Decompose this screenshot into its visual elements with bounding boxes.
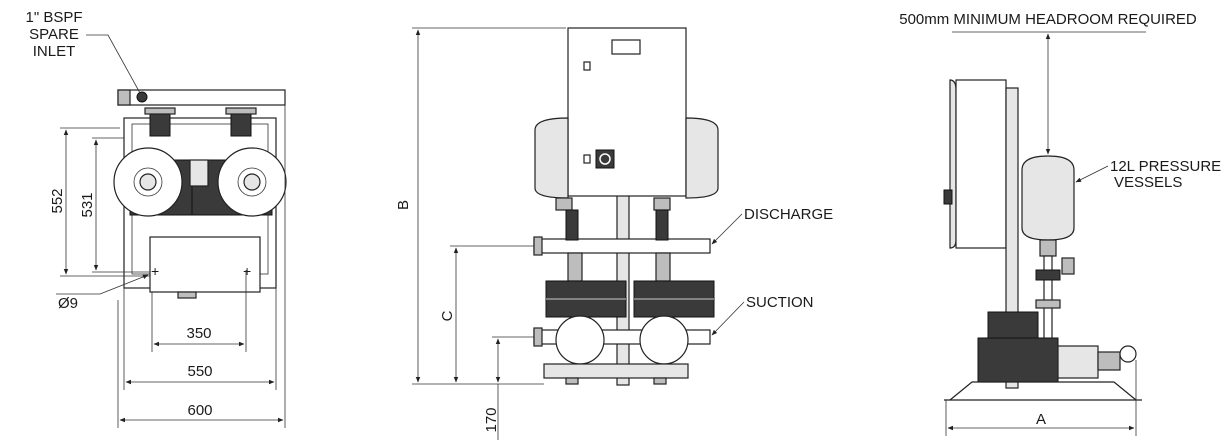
discharge-label: DISCHARGE xyxy=(744,206,833,223)
end-pump-motor xyxy=(987,311,1039,339)
dim-hole-dia-label: Ø9 xyxy=(58,295,78,312)
power-switch-icon xyxy=(595,149,615,169)
dim-170-label: 170 xyxy=(483,407,500,432)
pump-base xyxy=(543,363,689,379)
discharge-manifold xyxy=(533,238,711,254)
headroom-label: 500mm MINIMUM HEADROOM REQUIRED xyxy=(899,11,1197,28)
pump-right xyxy=(191,147,287,217)
control-box xyxy=(149,236,261,293)
dim-b-label: B xyxy=(395,200,412,210)
dim-531-label: 531 xyxy=(79,192,96,217)
side-view: B C 170 DISCHARGE SUCTION xyxy=(395,27,833,440)
control-cabinet xyxy=(567,27,687,197)
svg-text:+: + xyxy=(151,263,159,279)
end-view: 500mm MINIMUM HEADROOM REQUIRED 12L PRES… xyxy=(899,11,1221,436)
dim-600-label: 600 xyxy=(187,402,212,419)
plan-view: + + 552 531 Ø9 350 550 600 1" BSPF SP xyxy=(25,9,287,428)
spare-inlet-port xyxy=(136,91,148,103)
spare-inlet-label-line1: 1" BSPF xyxy=(25,9,82,26)
vessels-label-line1: 12L PRESSURE xyxy=(1110,158,1221,175)
valve-right xyxy=(225,107,257,137)
vessel-left xyxy=(534,117,573,211)
svg-text:+: + xyxy=(243,263,251,279)
dim-552-label: 552 xyxy=(49,188,66,213)
dim-350-label: 350 xyxy=(186,325,211,342)
dim-c-label: C xyxy=(439,310,456,321)
vessel-right xyxy=(653,117,719,211)
spare-inlet-label-line2: SPARE xyxy=(29,26,79,43)
dim-a-label: A xyxy=(1036,411,1046,428)
pressure-vessel xyxy=(1021,155,1075,257)
pump-motor-right xyxy=(633,280,715,318)
dim-550-label: 550 xyxy=(187,363,212,380)
vessels-label-line2: VESSELS xyxy=(1114,174,1182,191)
suction-label: SUCTION xyxy=(746,294,814,311)
valve-left xyxy=(144,107,176,137)
spare-inlet-label-line3: INLET xyxy=(33,43,76,60)
pump-motor-left xyxy=(545,280,627,318)
